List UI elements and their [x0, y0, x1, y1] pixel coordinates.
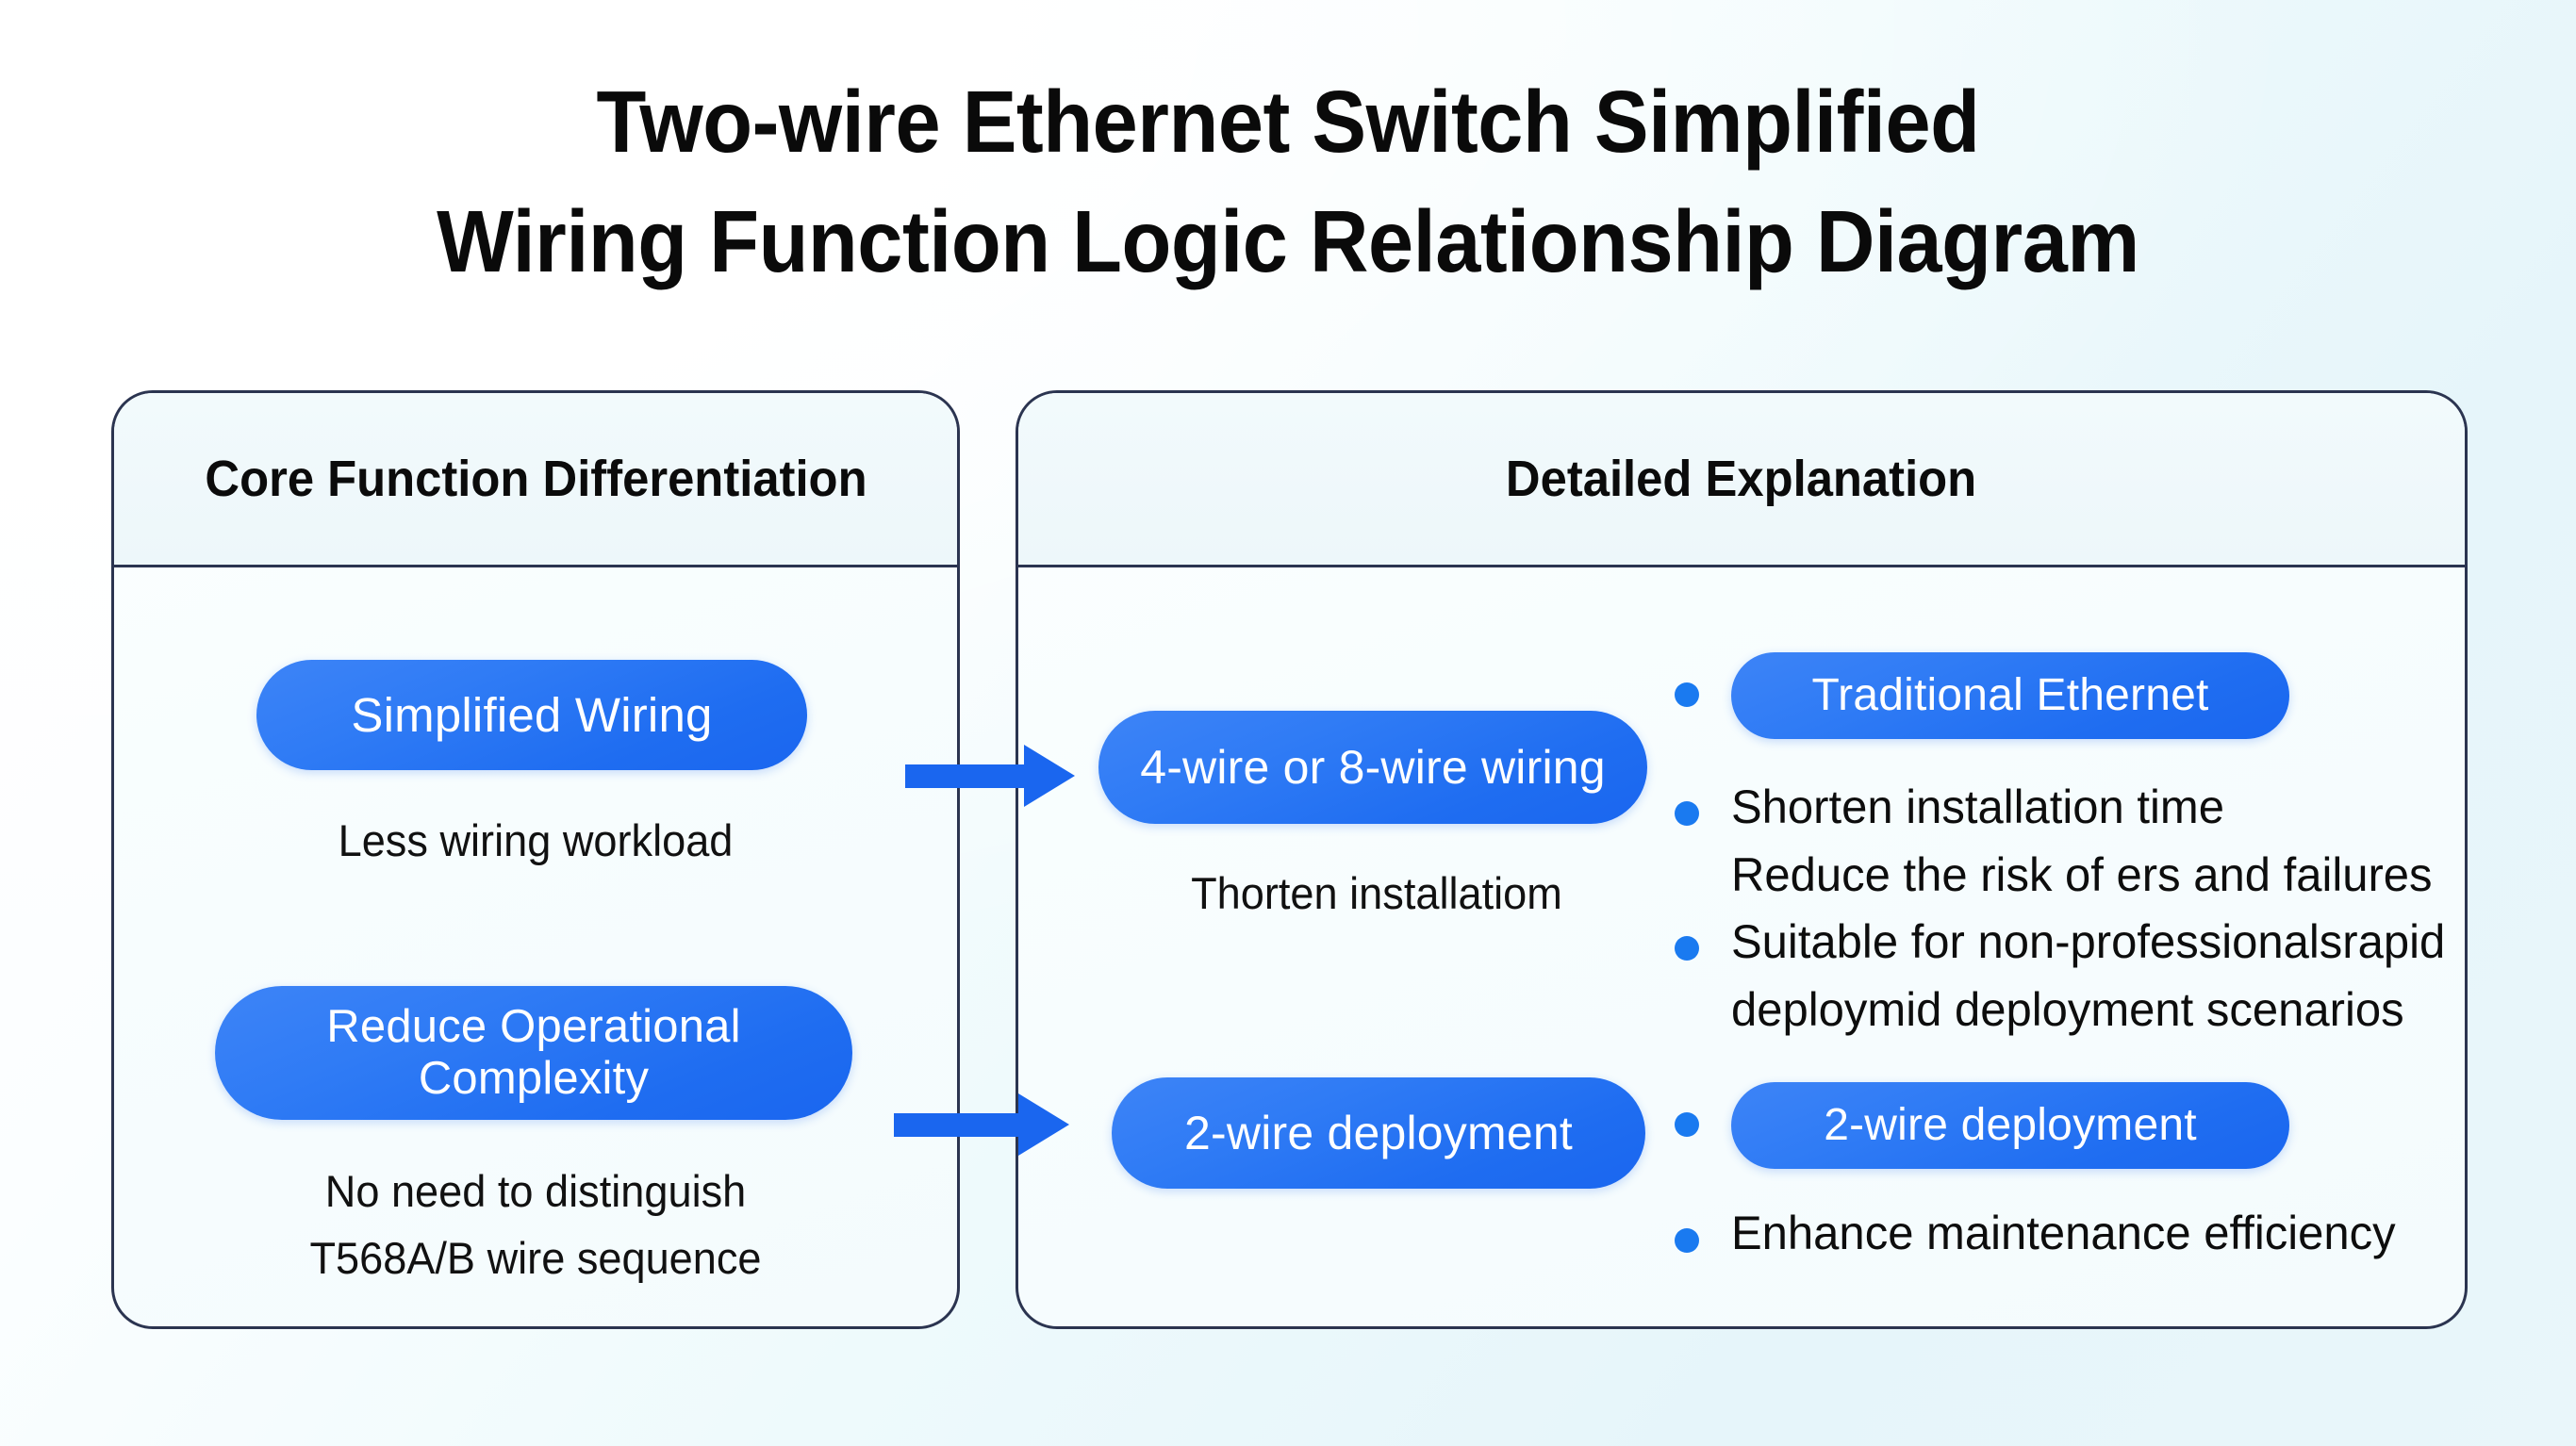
caption-no-need-to-distinguish: No need to distinguish T568A/B wire sequ… [309, 1166, 762, 1283]
bullet-dot-icon-3 [1675, 936, 1699, 961]
pill-simplified-wiring[interactable]: Simplified Wiring [256, 660, 807, 770]
arrow-right-icon-reduce-to-2wire [894, 1093, 1069, 1156]
page-title-line-2: Wiring Function Logic Relationship Diagr… [437, 192, 2139, 290]
bullet-dot-icon-1 [1675, 682, 1699, 707]
bullet-text-5: Enhance maintenance efficiency [1731, 1199, 2396, 1267]
bullet-text-2-line-2: Reduce the risk of ers and failures [1731, 848, 2433, 901]
pill-2-wire-deployment-middle[interactable]: 2-wire deployment [1112, 1077, 1645, 1189]
pill-4-wire-or-8-wire-wiring[interactable]: 4-wire or 8-wire wiring [1098, 711, 1647, 824]
pill-simplified-wiring-label: Simplified Wiring [351, 687, 713, 742]
arrow-head [1018, 1093, 1069, 1156]
caption-thorten-installatiom: Thorten installatiom [1191, 868, 1562, 918]
pill-reduce-label-line-1: Reduce Operational [326, 1001, 741, 1053]
bullet-text-3-line-2: deploymid deployment scenarios [1731, 983, 2404, 1036]
bullet-text-3-line-1: Suitable for non-professionalsrapid [1731, 915, 2446, 968]
pill-traditional-ethernet[interactable]: Traditional Ethernet [1731, 652, 2289, 739]
pill-reduce-operational-complexity[interactable]: Reduce Operational Complexity [215, 986, 852, 1120]
bullet-text-2: Shorten installation time Reduce the ris… [1731, 773, 2433, 909]
panel-core-function-differentiation: Core Function Differentiation [111, 390, 960, 1329]
bullet-dot-icon-4 [1675, 1112, 1699, 1137]
pill-2-wire-deployment-right[interactable]: 2-wire deployment [1731, 1082, 2289, 1169]
panel-right-header: Detailed Explanation [1018, 393, 2465, 567]
pill-traditional-ethernet-label: Traditional Ethernet [1811, 670, 2209, 721]
arrow-shaft [905, 764, 1030, 788]
arrow-right-icon-simplified-to-4wire [905, 745, 1075, 807]
bullet-text-5-line-1: Enhance maintenance efficiency [1731, 1207, 2396, 1259]
panel-left-header: Core Function Differentiation [114, 393, 957, 567]
page-title: Two-wire Ethernet Switch Simplified Wiri… [91, 62, 2486, 302]
pill-reduce-label-line-2: Complexity [418, 1053, 650, 1104]
pill-4-wire-label: 4-wire or 8-wire wiring [1140, 741, 1606, 794]
pill-2-wire-right-label: 2-wire deployment [1824, 1100, 2197, 1151]
bullet-text-2-line-1: Shorten installation time [1731, 781, 2224, 833]
page-title-line-1: Two-wire Ethernet Switch Simplified [596, 73, 1980, 171]
panel-left-header-label: Core Function Differentiation [204, 451, 867, 507]
caption-less-wiring-workload: Less wiring workload [338, 815, 734, 865]
arrow-head [1024, 745, 1075, 807]
arrow-shaft [894, 1113, 1024, 1137]
panel-detailed-explanation: Detailed Explanation [1016, 390, 2468, 1329]
bullet-text-3: Suitable for non-professionalsrapid depl… [1731, 908, 2445, 1043]
bullet-dot-icon-5 [1675, 1228, 1699, 1253]
panel-right-header-label: Detailed Explanation [1506, 451, 1977, 507]
pill-2-wire-middle-label: 2-wire deployment [1184, 1107, 1573, 1159]
bullet-dot-icon-2 [1675, 801, 1699, 826]
